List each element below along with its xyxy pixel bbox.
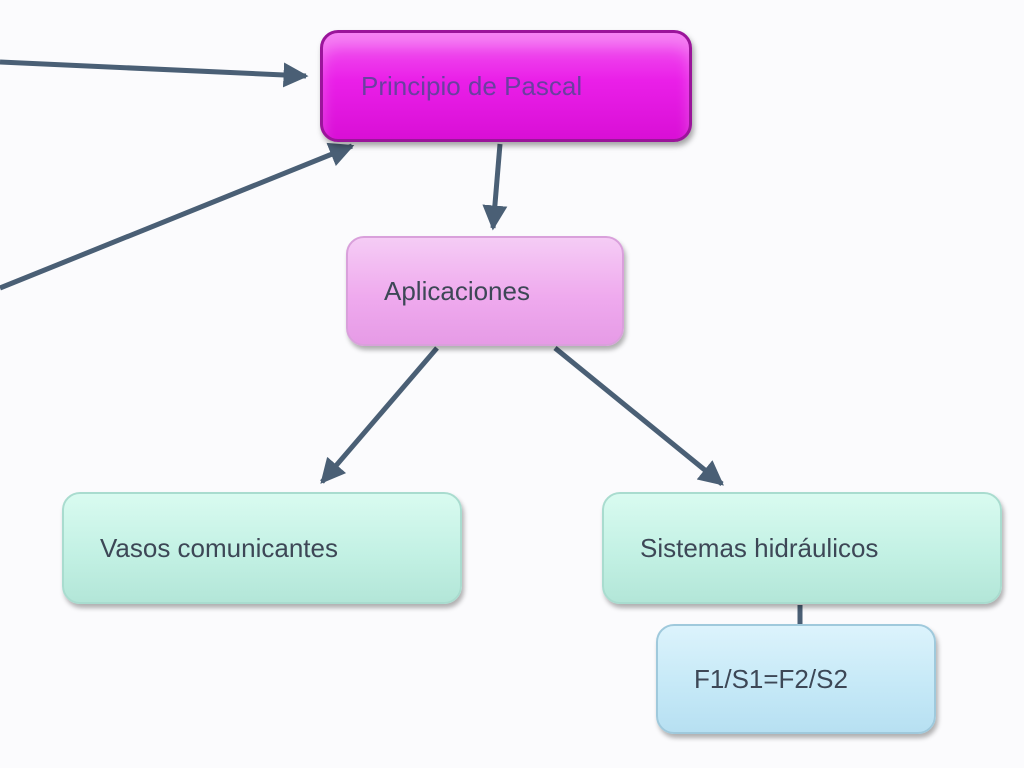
arrow-left-bottom-to-pascal [0, 142, 355, 291]
arrow-aplicaciones-to-vasos [320, 346, 439, 484]
node-label: Principio de Pascal [361, 70, 583, 101]
node-label: Sistemas hidráulicos [640, 532, 879, 563]
node-principio-de-pascal[interactable]: Principio de Pascal [320, 30, 692, 142]
node-label: F1/S1=F2/S2 [694, 663, 848, 694]
arrow-left-top-to-pascal [0, 59, 309, 88]
node-vasos-comunicantes[interactable]: Vasos comunicantes [62, 492, 462, 604]
node-sistemas-hidraulicos[interactable]: Sistemas hidráulicos [602, 492, 1002, 604]
node-label: Vasos comunicantes [100, 532, 338, 563]
node-aplicaciones[interactable]: Aplicaciones [346, 236, 624, 346]
node-label: Aplicaciones [384, 275, 530, 306]
node-formula[interactable]: F1/S1=F2/S2 [656, 624, 936, 734]
arrow-aplicaciones-to-sistemas [553, 346, 724, 486]
arrow-pascal-to-aplicaciones [482, 143, 508, 231]
